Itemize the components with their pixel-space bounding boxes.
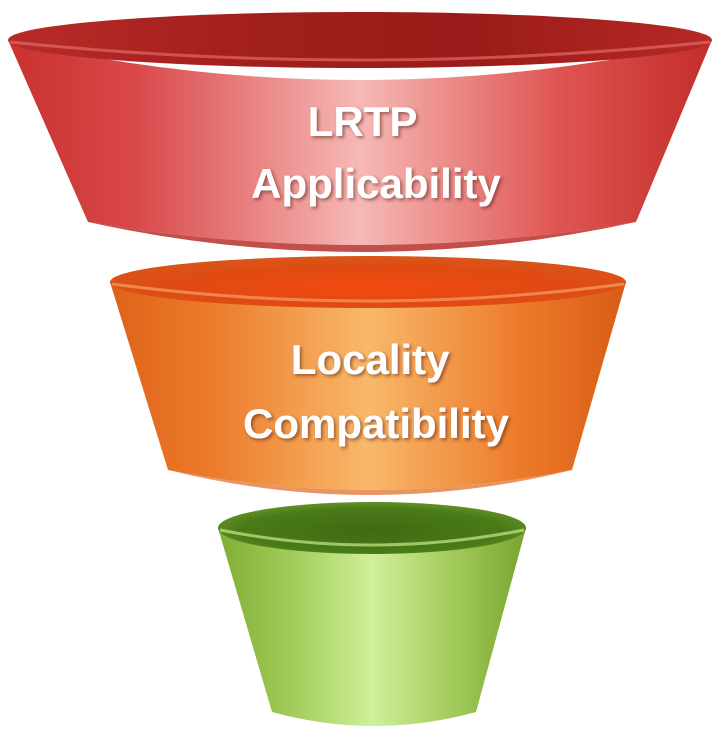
svg-text:Locality Compatibility: Locality Compatibility xyxy=(243,336,510,447)
funnel-stage-1-top-highlight xyxy=(9,40,711,62)
funnel-stage-2: Locality Compatibility xyxy=(110,256,626,495)
funnel-stage-2-label-line-2: Compatibility xyxy=(243,400,510,447)
funnel-stage-1-label-line-1: LRTP xyxy=(308,98,417,145)
funnel-stage-1-bottom-rim xyxy=(88,222,636,252)
funnel-stage-2-body xyxy=(110,282,626,490)
funnel-stage-3-top-highlight xyxy=(219,528,525,547)
funnel-stage-3-body xyxy=(218,528,526,726)
funnel-stage-1-body xyxy=(8,40,712,245)
funnel-stage-2-top-highlight xyxy=(111,282,625,303)
funnel-stage-2-bottom-rim xyxy=(168,470,572,495)
funnel-stage-2-label-line-1: Locality xyxy=(291,336,450,383)
funnel-stage-3 xyxy=(218,502,526,726)
funnel-stage-2-top xyxy=(110,256,626,308)
funnel-stage-1-label-line-2: Applicability xyxy=(251,160,501,207)
svg-text:LRTP Applicability: LRTP Applicability xyxy=(251,98,501,207)
funnel-stage-1: LRTP Applicability xyxy=(8,12,712,252)
